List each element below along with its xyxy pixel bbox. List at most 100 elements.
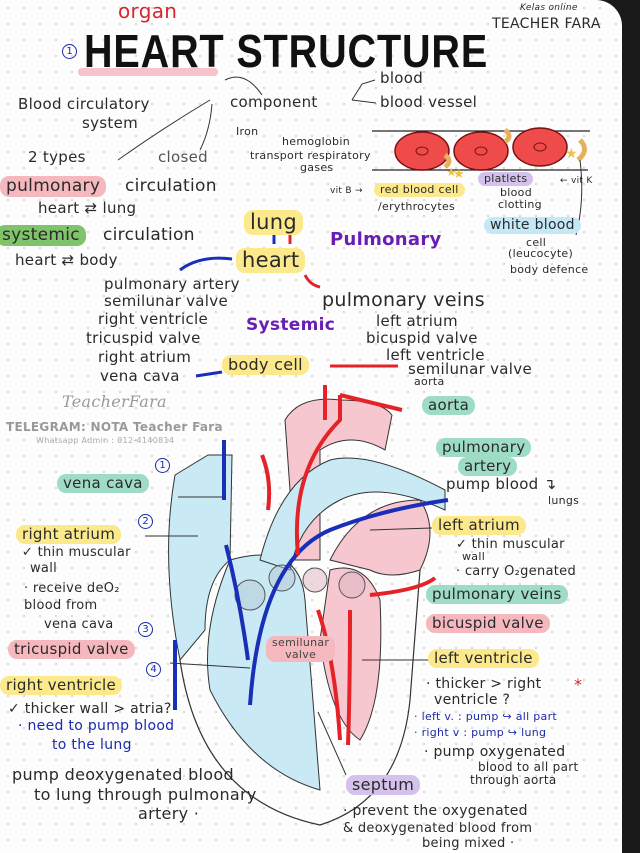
- blood-label: blood: [380, 69, 424, 87]
- lung-tag: lung: [244, 210, 303, 236]
- cell-label: cell: [526, 236, 547, 249]
- two-types-label: 2 types: [28, 148, 86, 166]
- flow-step: aorta: [414, 375, 445, 388]
- blood-clotting-label: blood: [500, 186, 532, 199]
- step-number: 2: [138, 514, 153, 529]
- illustrations: ★ ★ ★: [117, 76, 590, 826]
- note-line: · prevent the oxygenated: [343, 803, 528, 819]
- blood-vessel-illustration: ★ ★ ★: [372, 127, 590, 236]
- pump-blood-note: pump blood ↴: [446, 475, 557, 493]
- flow-step: semilunar valve: [408, 360, 532, 378]
- note-line: · right v : pump ↪ lung: [414, 726, 547, 739]
- note-line: ✓ thin muscular: [456, 537, 565, 552]
- flow-step: semilunar valve: [104, 292, 228, 310]
- pulmonary-veins-label: pulmonary veins: [426, 585, 568, 604]
- aorta-label: aorta: [422, 396, 476, 415]
- tricuspid-valve-label: tricuspid valve: [8, 640, 135, 659]
- step-number: 3: [138, 622, 153, 637]
- system-label: system: [82, 114, 139, 132]
- leucocyte-label: (leucocyte): [508, 247, 574, 260]
- platlets-label: platlets: [478, 172, 534, 187]
- body-defence-label: body defence: [510, 263, 589, 276]
- note-line: wall: [462, 550, 486, 563]
- organ-label: organ: [118, 0, 178, 23]
- pulmonary-heading: Pulmonary: [330, 229, 442, 250]
- pulmonary-artery-label: pulmonary: [436, 438, 532, 457]
- vena-cava-label: vena cava: [57, 474, 149, 493]
- note-line: blood to all part: [478, 760, 579, 774]
- note-line: artery ·: [138, 804, 200, 823]
- whatsapp-watermark: Whatsapp Admin : 012-4140814: [36, 436, 175, 445]
- note-line: & deoxygenated blood from: [343, 821, 533, 836]
- heart-lung-label: heart ⇄ lung: [38, 199, 137, 217]
- note-line: to lung through pulmonary: [34, 785, 257, 804]
- flow-step: left ventricle: [386, 346, 485, 364]
- erythrocytes-label: /erythrocytes: [378, 200, 456, 213]
- note-line: ✓ thin muscular: [22, 545, 131, 560]
- note-line: · receive deO₂: [24, 581, 120, 596]
- note-line: · carry O₂genated: [456, 564, 577, 579]
- svg-text:★: ★: [446, 165, 457, 179]
- teacher-name: TEACHER FARA: [492, 16, 601, 32]
- kelas-online: Kelas online: [520, 3, 578, 13]
- svg-text:★: ★: [453, 167, 465, 182]
- heart-body-label: heart ⇄ body: [15, 251, 118, 269]
- blood-vessel-label: blood vessel: [380, 93, 478, 111]
- note-line: to the lung: [52, 737, 132, 753]
- flow-step: left atrium: [376, 312, 458, 330]
- note-line: ✓ thicker wall > atria?: [8, 701, 172, 717]
- semilunar-text: semilunar: [272, 636, 330, 649]
- circulation-label: circulation: [125, 176, 217, 196]
- iron-label: Iron: [236, 125, 259, 138]
- note-line: ventricle ?: [434, 692, 511, 708]
- left-atrium-label: left atrium: [432, 516, 526, 535]
- star-mark: *: [574, 675, 583, 694]
- flow-step: bicuspid valve: [366, 329, 478, 347]
- vit-b-label: vit B →: [330, 186, 363, 196]
- page-title: HEART STRUCTURE: [84, 25, 489, 77]
- note-line: · left v. : pump ↪ all part: [414, 710, 558, 723]
- flow-step: tricuspid valve: [86, 329, 201, 347]
- septum-label: septum: [346, 775, 421, 795]
- component-label: component: [230, 93, 318, 111]
- right-ventricle-label: right ventricle: [0, 676, 122, 695]
- red-blood-cell: [453, 131, 509, 171]
- svg-text:★: ★: [565, 146, 578, 162]
- vit-k-label: ← vit K: [560, 176, 593, 186]
- flow-step: right atrium: [98, 348, 192, 366]
- note-line: · need to pump blood: [18, 718, 175, 734]
- red-blood-cell: [394, 131, 450, 171]
- flow-step: right ventricle: [98, 310, 208, 328]
- signature-watermark: TeacherFara: [62, 392, 167, 411]
- flow-step: pulmonary artery: [104, 275, 240, 293]
- bicuspid-valve-label: bicuspid valve: [426, 614, 550, 633]
- heart-tag: heart: [236, 248, 306, 274]
- white-blood-cell-label: white blood: [484, 217, 581, 235]
- note-line: pump deoxygenated blood: [12, 765, 234, 784]
- circulation-label: circulation: [103, 225, 195, 245]
- step-number: 4: [146, 662, 161, 677]
- hemoglobin-label: hemoglobin: [282, 135, 350, 148]
- blood-circulatory-label: Blood circulatory: [18, 95, 150, 113]
- telegram-watermark: TELEGRAM: NOTA Teacher Fara: [6, 420, 223, 434]
- note-line: wall: [30, 561, 58, 576]
- closed-label: closed: [158, 148, 208, 166]
- step-number: 1: [155, 458, 170, 473]
- lungs-note: lungs: [548, 494, 580, 507]
- red-blood-cell: [512, 127, 568, 167]
- flow-step: pulmonary veins: [322, 289, 485, 311]
- flow-step: vena cava: [100, 367, 180, 385]
- left-ventricle-label: left ventricle: [428, 649, 539, 668]
- red-blood-cell-label: red blood cell: [374, 183, 465, 198]
- title-highlight: [78, 68, 218, 76]
- note-line: · thicker > right: [426, 676, 542, 692]
- body-cell-tag: body cell: [222, 355, 309, 375]
- note-line: being mixed ·: [422, 836, 515, 851]
- systemic-heading: Systemic: [246, 315, 336, 335]
- step-number: 1: [62, 44, 77, 59]
- systemic-circulation-tag: systemic: [0, 225, 86, 246]
- note-line: blood from: [24, 598, 98, 613]
- right-atrium-label: right atrium: [16, 525, 122, 544]
- transport-label: transport respiratory: [250, 149, 371, 162]
